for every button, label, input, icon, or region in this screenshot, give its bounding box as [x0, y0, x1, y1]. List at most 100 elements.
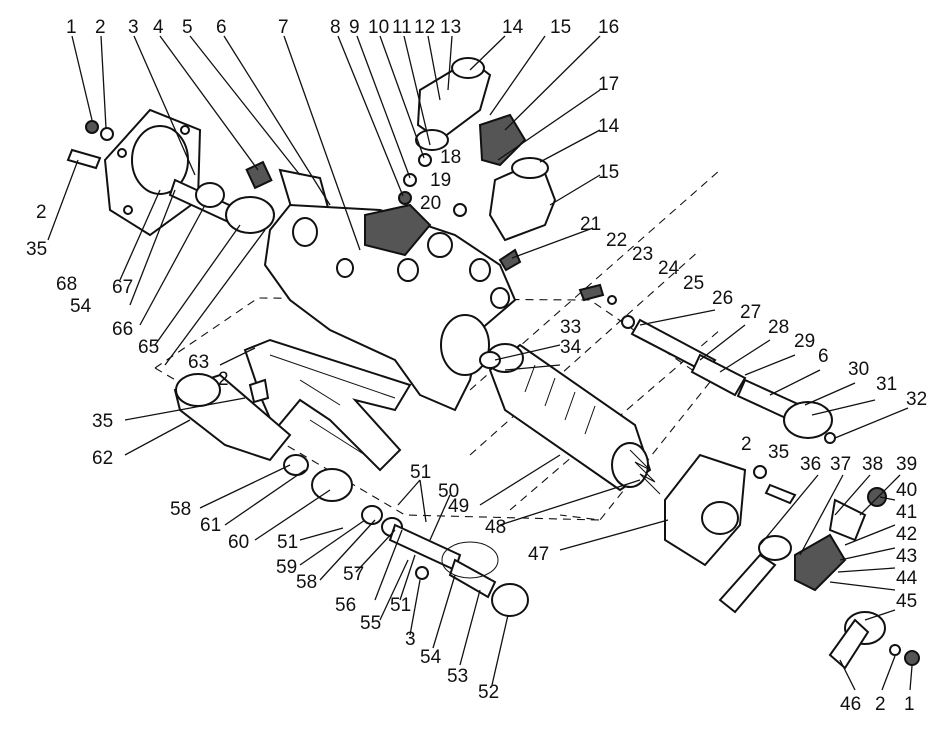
- leader-29: [744, 354, 796, 376]
- lever-46-lower: [828, 618, 870, 670]
- guide-bottom: [154, 367, 601, 521]
- valve-body-top-block: [364, 203, 432, 257]
- pin-20: [453, 203, 467, 217]
- leader-53: [459, 589, 481, 666]
- clip-25: [621, 315, 635, 329]
- callout-label: 54: [70, 296, 92, 317]
- callout-label: 51: [390, 595, 411, 616]
- bolt-35-left: [66, 148, 102, 170]
- leader-42: [839, 547, 896, 561]
- callout-label: 19: [430, 170, 451, 191]
- union-bottom: [415, 129, 449, 151]
- leader-63: [219, 347, 256, 366]
- collar-66: [225, 196, 275, 234]
- leader-61: [224, 469, 306, 526]
- cover-hole-1: [117, 148, 127, 158]
- callout-label: 40: [896, 480, 917, 501]
- callout-label: 56: [335, 595, 356, 616]
- callout-label: 32: [906, 389, 927, 410]
- leader-35-left: [47, 159, 79, 241]
- leader-8: [337, 35, 404, 197]
- leader-66: [154, 224, 241, 346]
- callout-label: 58: [170, 499, 191, 520]
- leader-1: [71, 35, 93, 121]
- top-fittings: [398, 57, 557, 272]
- main-spool: [479, 343, 661, 495]
- leader-46: [839, 659, 856, 691]
- leader-3: [409, 579, 421, 636]
- left-cover-plate: [103, 108, 242, 237]
- callout-label: 5: [182, 17, 193, 38]
- lever-46-upper: [718, 553, 777, 614]
- callout-label: 2: [95, 17, 106, 38]
- callout-label: 2: [875, 694, 886, 715]
- leader-52: [491, 614, 509, 686]
- callout-label: 45: [896, 591, 917, 612]
- callout-label: 13: [440, 17, 461, 38]
- cover-hole-2: [180, 125, 190, 135]
- leader-54b: [432, 574, 456, 649]
- leader-68: [119, 189, 161, 281]
- leader-1-bottom: [909, 665, 913, 691]
- callout-label: 18: [440, 147, 461, 168]
- spool-grooves: [524, 364, 596, 435]
- callout-label: 17: [598, 74, 619, 95]
- ball-8: [398, 191, 412, 205]
- callout-label: 37: [830, 454, 851, 475]
- body-port-3: [397, 258, 419, 282]
- leader-lines: [47, 35, 913, 691]
- right-lever-assembly: [664, 453, 920, 670]
- callout-label: 57: [343, 564, 364, 585]
- callout-label: 59: [276, 557, 297, 578]
- valve-body: [263, 203, 517, 412]
- o-ring-54: [441, 541, 499, 579]
- callout-label: 3: [405, 629, 416, 650]
- sleeve-60: [311, 468, 353, 502]
- callout-label: 23: [632, 244, 653, 265]
- callout-label: 24: [658, 258, 680, 279]
- callout-label: 46: [840, 694, 861, 715]
- leader-27: [699, 324, 746, 361]
- leader-49: [479, 454, 561, 506]
- leader-37: [799, 474, 844, 556]
- leader-55: [379, 559, 409, 621]
- leader-40: [879, 496, 896, 501]
- spool-end-right: [611, 442, 649, 488]
- leader-3: [133, 35, 196, 176]
- union-right-top: [511, 157, 549, 179]
- callout-label: 38: [862, 454, 883, 475]
- ring-58: [361, 505, 383, 525]
- leader-4: [159, 35, 259, 171]
- cover-47-boss: [701, 501, 739, 535]
- callout-label: 35: [768, 442, 789, 463]
- cap-31: [783, 401, 833, 439]
- leader-11: [403, 35, 431, 146]
- leader-34: [504, 364, 561, 371]
- callout-label: 35: [92, 411, 113, 432]
- leader-31b: [811, 399, 876, 416]
- callout-label: 3: [128, 17, 139, 38]
- ring-33: [479, 351, 501, 369]
- leader-62: [124, 419, 191, 456]
- ring-3-lower: [415, 566, 429, 580]
- leader-36: [759, 474, 819, 546]
- callout-label: 66: [112, 319, 133, 340]
- leader-48: [499, 479, 641, 526]
- plug-21: [498, 248, 522, 272]
- callout-label: 21: [580, 214, 601, 235]
- leader-51a: [299, 527, 344, 541]
- washer-10: [418, 153, 432, 167]
- callout-label: 16: [598, 17, 619, 38]
- callout-label: 31: [876, 374, 897, 395]
- leader-9: [356, 35, 411, 179]
- leader-67: [139, 204, 206, 326]
- sleeve-27: [690, 353, 747, 397]
- leader-6b: [769, 369, 821, 396]
- rod-53: [448, 558, 497, 599]
- leader-5: [189, 35, 301, 176]
- callout-label: 51: [410, 462, 431, 483]
- callout-label: 1: [904, 694, 915, 715]
- leader-44: [829, 581, 896, 591]
- leader-13: [447, 35, 453, 91]
- leader-14: [469, 35, 506, 71]
